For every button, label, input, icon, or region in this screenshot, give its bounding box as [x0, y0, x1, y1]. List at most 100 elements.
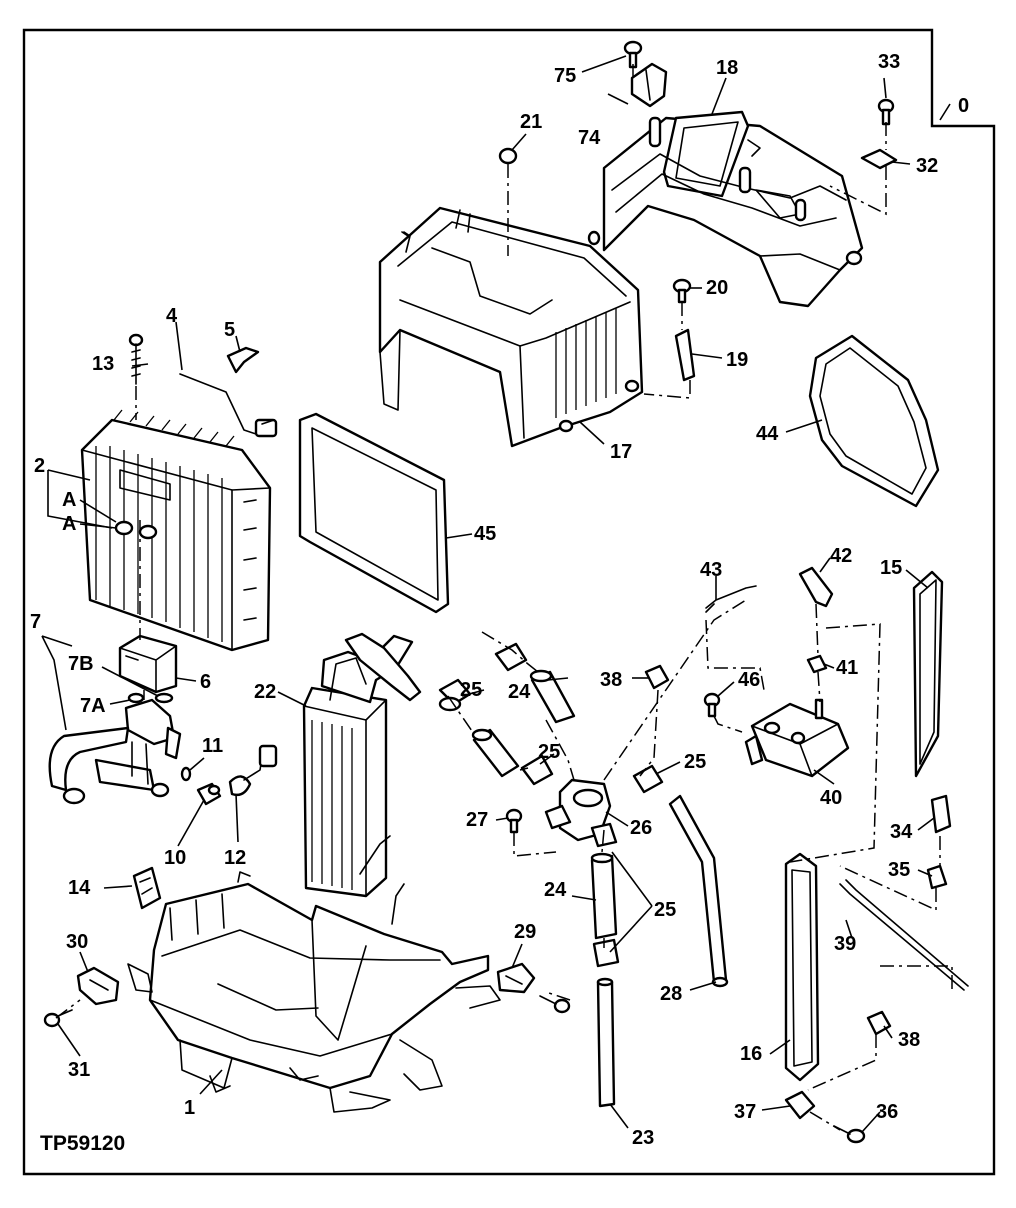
screw-part-13 — [128, 333, 144, 385]
bracket-part-19 — [674, 328, 696, 382]
callout-21: 21 — [520, 111, 542, 133]
callout-74: 74 — [578, 127, 601, 149]
screw-part-36 — [833, 1125, 866, 1144]
callout-33: 33 — [878, 51, 900, 73]
diagram-border — [22, 28, 996, 1176]
callout-7a: 7A — [80, 695, 106, 717]
callout-24a: 24 — [508, 681, 531, 703]
callout-28: 28 — [660, 983, 682, 1005]
hose-part-24a — [529, 669, 576, 724]
callout-34: 34 — [890, 821, 913, 843]
cable-part-43 — [705, 585, 757, 613]
screw-part-33 — [877, 98, 895, 126]
clamp-part-30 — [76, 966, 120, 1006]
leader-lines — [41, 55, 951, 1133]
clamp-part-25b — [494, 642, 528, 672]
callout-25d: 25 — [654, 899, 676, 921]
heater-core-part — [302, 632, 422, 898]
door-panel-part — [784, 852, 820, 1082]
clamp-part-37 — [784, 1090, 816, 1120]
rod-part-39 — [839, 879, 969, 991]
screw-part-46 — [703, 692, 721, 718]
clip-part-5 — [226, 346, 260, 374]
callout-0: 0 — [958, 95, 969, 117]
gasket-part-45 — [298, 412, 450, 614]
assembly-lines — [55, 64, 953, 1131]
pipe-part-28 — [668, 794, 729, 988]
callout-35: 35 — [888, 859, 910, 881]
callout-25c: 25 — [684, 751, 706, 773]
clip-part-41 — [806, 654, 828, 674]
plug-part-10 — [196, 782, 222, 806]
bracket-part-32 — [860, 148, 898, 170]
clamp-part-25f — [592, 938, 620, 968]
callout-25b: 25 — [538, 741, 560, 763]
callout-23: 23 — [632, 1127, 654, 1149]
clip-part-35 — [926, 864, 948, 890]
clip-part-29 — [496, 962, 536, 994]
callout-38a: 38 — [600, 669, 622, 691]
lower-case-part — [127, 835, 501, 1113]
connector-part-38b — [866, 1010, 892, 1036]
callout-45: 45 — [474, 523, 496, 545]
callout-11: 11 — [202, 735, 223, 757]
callout-13: 13 — [92, 353, 114, 375]
callout-40: 40 — [820, 787, 842, 809]
lever-part-42 — [798, 566, 834, 608]
callout-5: 5 — [224, 319, 235, 341]
actuator-part-40 — [744, 698, 850, 778]
callout-a2: A — [62, 513, 76, 535]
upper-housing-part — [378, 206, 644, 448]
callout-44: 44 — [756, 423, 779, 445]
callout-10: 10 — [164, 847, 186, 869]
clamp-part-25a — [438, 678, 472, 712]
callout-18: 18 — [716, 57, 738, 79]
callout-36: 36 — [876, 1101, 898, 1123]
callout-38b: 38 — [898, 1029, 920, 1051]
callout-46: 46 — [738, 669, 760, 691]
callout-31: 31 — [68, 1059, 90, 1081]
callout-19: 19 — [726, 349, 748, 371]
clamp-part-25c — [520, 754, 554, 786]
callout-32: 32 — [916, 155, 938, 177]
callout-15: 15 — [880, 557, 902, 579]
callout-26: 26 — [630, 817, 652, 839]
knob-part — [630, 62, 668, 108]
callout-37: 37 — [734, 1101, 756, 1123]
panel-part-15 — [912, 570, 944, 778]
callout-29: 29 — [514, 921, 536, 943]
screw-part-27 — [505, 808, 523, 834]
callout-16: 16 — [740, 1043, 762, 1065]
clip-part-14 — [132, 866, 162, 910]
callout-12: 12 — [224, 847, 246, 869]
valve-part-26 — [544, 778, 612, 842]
o-ring-part-11 — [180, 766, 192, 782]
gasket-part-44 — [808, 334, 940, 508]
clip-part-21 — [498, 147, 518, 165]
expansion-valve-part — [118, 634, 178, 694]
screw-part-29b — [539, 995, 571, 1014]
callout-labels: 012AA45677A7B101112131415161718192021222… — [30, 51, 969, 1149]
screw-part-31 — [43, 1009, 73, 1028]
top-cover-part — [587, 110, 864, 308]
callout-30: 30 — [66, 931, 88, 953]
pipe-part-23 — [596, 977, 616, 1108]
callout-7: 7 — [30, 611, 41, 633]
hose-part-24c — [590, 852, 618, 940]
screw-part-75 — [623, 40, 643, 69]
o-ring-part-7b — [154, 692, 174, 704]
callout-14: 14 — [68, 877, 91, 899]
callout-4: 4 — [166, 305, 178, 327]
o-ring-part-7a — [127, 692, 145, 704]
callout-25a: 25 — [460, 679, 482, 701]
callout-42: 42 — [830, 545, 852, 567]
callout-43: 43 — [700, 559, 722, 581]
callout-7b: 7B — [68, 653, 94, 675]
callout-6: 6 — [200, 671, 211, 693]
callout-17: 17 — [610, 441, 632, 463]
screw-part-20 — [672, 278, 692, 304]
clamp-part-25d — [632, 764, 664, 794]
callout-2: 2 — [34, 455, 45, 477]
